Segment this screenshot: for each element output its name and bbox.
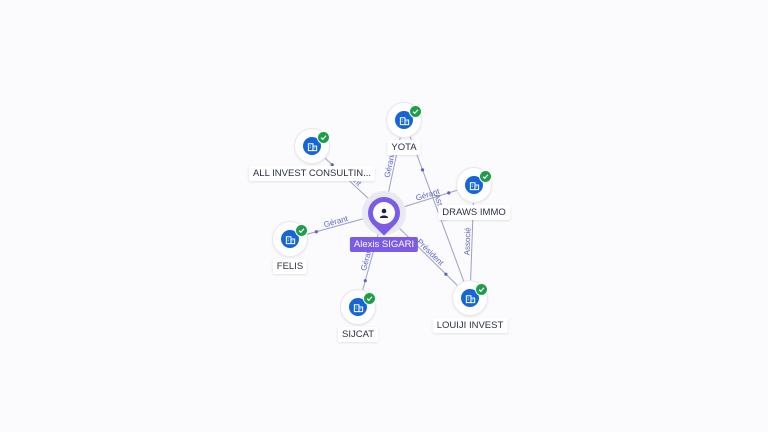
company-name[interactable]: YOTA <box>387 140 421 155</box>
edge-arrow <box>314 230 318 234</box>
edge-louiji-draws_immo <box>469 184 475 299</box>
building-icon <box>465 176 483 194</box>
person-name[interactable]: Alexis SIGARI <box>349 237 419 252</box>
company-name[interactable]: LOUIJI INVEST <box>432 318 508 333</box>
building-icon <box>281 230 299 248</box>
building-icon <box>461 289 479 307</box>
building-icon <box>303 137 321 155</box>
verified-check-icon <box>475 283 488 296</box>
verified-check-icon <box>409 105 422 118</box>
verified-check-icon <box>363 292 376 305</box>
company-name[interactable]: ALL INVEST CONSULTIN... <box>248 166 376 181</box>
edge-arrow <box>363 279 367 283</box>
building-icon <box>395 111 413 129</box>
edge-label: Président <box>415 237 446 268</box>
building-icon <box>349 298 367 316</box>
company-name[interactable]: FELIS <box>272 259 308 274</box>
edge-arrow <box>330 163 334 167</box>
company-name[interactable]: SIJCAT <box>337 327 379 342</box>
company-name[interactable]: DRAWS IMMO <box>438 205 510 220</box>
verified-check-icon <box>479 170 492 183</box>
verified-check-icon <box>317 131 330 144</box>
edge-arrow <box>420 168 425 172</box>
verified-check-icon <box>295 224 308 237</box>
edge-arrow <box>444 272 448 276</box>
person-icon <box>373 202 395 224</box>
edge-arrow <box>447 191 451 195</box>
edge-label: Associé <box>463 227 473 256</box>
edge-label: Gérant <box>323 214 350 229</box>
